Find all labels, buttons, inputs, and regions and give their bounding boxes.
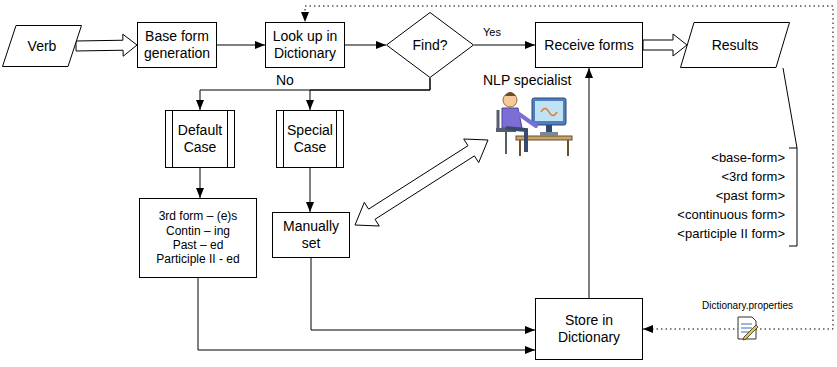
node-text: Look up in Dictionary: [269, 28, 341, 62]
parallelogram-border: [3, 26, 82, 67]
label-holder: <3rd form>: [721, 169, 785, 185]
output-shape: Results: [680, 22, 790, 68]
connector: [310, 78, 430, 110]
bracket: [789, 148, 797, 246]
box-border: [166, 111, 235, 168]
side-bar: [172, 111, 173, 168]
box-border: [277, 111, 344, 168]
box-border: [266, 23, 345, 68]
parallelogram-border: [681, 23, 790, 68]
process-box: Manually set: [272, 212, 350, 258]
person-head: [503, 93, 517, 107]
monitor-stand: [546, 125, 552, 133]
double-arrow: [355, 139, 488, 226]
node-text: Past – ed: [173, 238, 224, 252]
person-body: [502, 108, 522, 128]
subprocess-box: Special Case: [276, 110, 344, 168]
person-leg: [506, 128, 526, 152]
subprocess-box: Default Case: [165, 110, 235, 168]
node-text: Receive forms: [544, 37, 633, 54]
result-field: <past form>: [716, 188, 785, 204]
screen-image: [541, 109, 557, 116]
process-box: Base form generation: [137, 22, 217, 68]
node-text: Participle II - ed: [156, 252, 239, 266]
keyboard: [540, 132, 558, 136]
leader-line: [783, 68, 797, 148]
file-icon: [738, 317, 758, 340]
label-holder: <participle II form>: [677, 226, 785, 242]
label-holder: <continuous form>: [677, 207, 785, 223]
role-label: NLP specialist: [483, 72, 571, 89]
process-box: Look up in Dictionary: [265, 22, 345, 68]
desk-leg: [567, 140, 569, 156]
side-bar: [283, 111, 284, 168]
label-holder: <base-form>: [711, 150, 785, 166]
process-box: Store in Dictionary: [535, 298, 643, 360]
connector: [198, 278, 535, 350]
person-hair: [505, 92, 516, 96]
file-line: [741, 324, 752, 325]
side-bar: [227, 111, 228, 168]
result-field: <3rd form>: [721, 169, 785, 185]
connector: [310, 168, 311, 212]
monitor: [532, 98, 566, 125]
node-text: Manually set: [276, 218, 346, 252]
rule-box: 3rd form – (e)sContin – ingPast – edPart…: [139, 198, 257, 278]
connector: [589, 68, 590, 298]
node-text: Special Case: [287, 122, 333, 156]
input-shape: Verb: [2, 25, 82, 67]
specialist-figure: [496, 92, 572, 156]
side-bar: [336, 111, 337, 168]
box-border: [536, 299, 643, 360]
connector: [200, 168, 201, 198]
node-text: Store in Dictionary: [539, 312, 639, 346]
person-arm: [516, 112, 536, 126]
connector: [217, 45, 265, 46]
node-text: Verb: [28, 38, 57, 55]
edge-label: Yes: [481, 26, 503, 39]
monitor-screen: [535, 101, 563, 121]
label-holder: Dictionary.properties: [702, 300, 793, 312]
node-text: Base form generation: [141, 28, 213, 62]
box-border: [273, 213, 350, 258]
hollow-arrow: [76, 34, 137, 56]
process-box: Receive forms: [535, 22, 643, 68]
decision-diamond: Find?: [386, 12, 474, 78]
hollow-arrow: [643, 34, 687, 56]
edge-label: No: [274, 72, 296, 89]
result-field: <continuous form>: [677, 207, 785, 223]
chair-back: [497, 110, 500, 132]
node-text: Default Case: [176, 122, 224, 156]
chair-leg: [505, 132, 507, 154]
connector: [345, 45, 386, 46]
dotted-connector: [305, 6, 833, 329]
node-text: Find?: [412, 37, 447, 54]
file-name: Dictionary.properties: [702, 300, 793, 312]
node-text: Contin – ing: [166, 224, 230, 238]
connector: [311, 258, 535, 330]
label-holder: <past form>: [716, 188, 785, 204]
result-field: <base-form>: [711, 150, 785, 166]
box-border: [140, 199, 257, 278]
result-field: <participle II form>: [677, 226, 785, 242]
node-text: 3rd form – (e)s: [159, 209, 238, 223]
connector: [474, 45, 535, 46]
desk-leg: [519, 140, 521, 156]
file-line: [741, 328, 752, 329]
connector: [200, 78, 430, 110]
label-holder: NLP specialist: [483, 72, 571, 89]
box-border: [138, 23, 217, 68]
node-text: Results: [712, 37, 759, 54]
pencil: [743, 325, 758, 340]
diamond-border: [387, 13, 474, 78]
box-border: [536, 23, 643, 68]
